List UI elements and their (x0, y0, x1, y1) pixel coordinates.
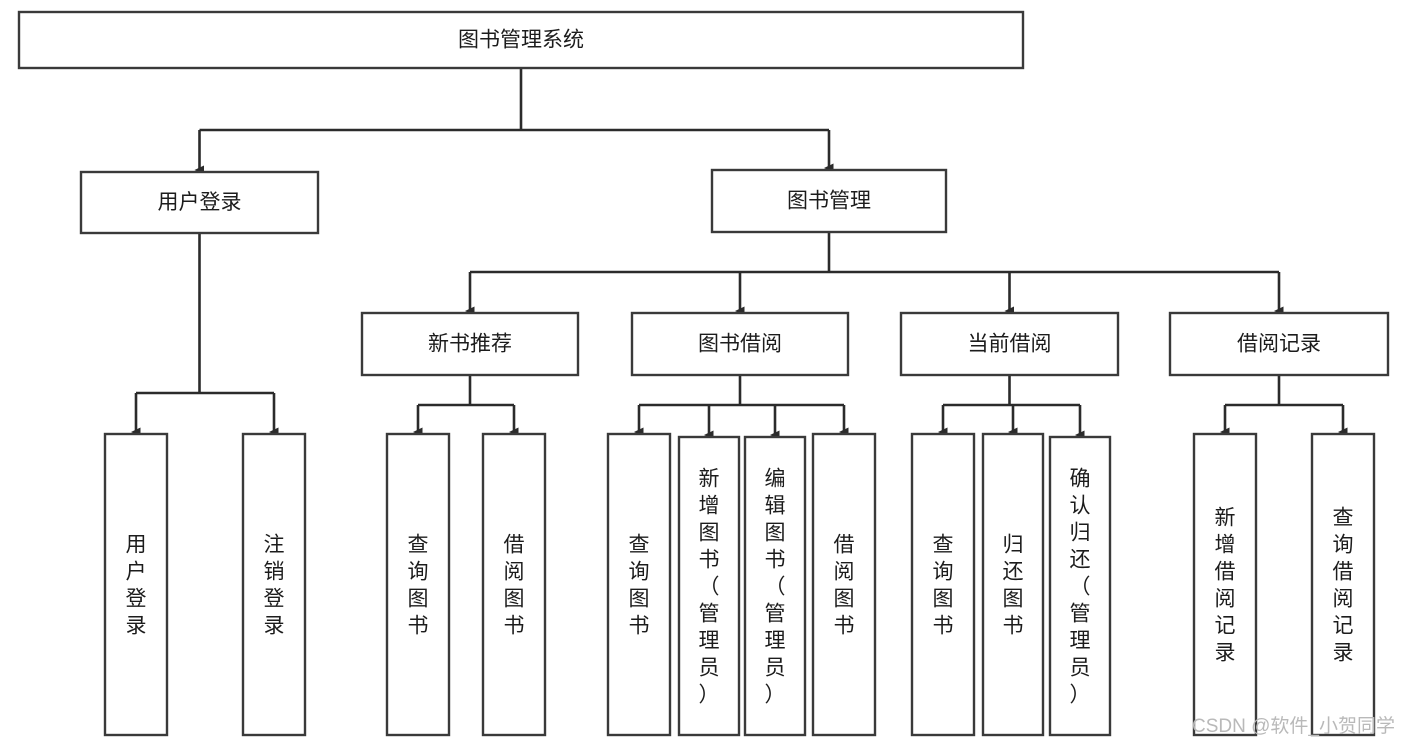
node-leaf-add-book[interactable]: 新增图书（管理员） (677, 435, 741, 737)
node-leaf-logout-box (241, 432, 307, 737)
node-root-system-label: 图书管理系统 (458, 29, 584, 52)
node-book-borrow[interactable]: 图书借阅 (630, 311, 850, 377)
node-leaf-return-book-box (981, 432, 1045, 737)
node-user-login[interactable]: 用户登录 (79, 170, 320, 235)
node-leaf-query-book-3[interactable]: 查询图书 (910, 432, 976, 737)
node-leaf-logout-label: 注销登录 (264, 534, 285, 638)
edge-group-new-book-rec (413, 375, 519, 437)
edge-group-user-login (131, 233, 279, 437)
node-new-book-rec-box (360, 311, 580, 377)
node-leaf-borrow-book-1-label: 借阅图书 (504, 534, 525, 638)
node-user-login-label: 用户登录 (158, 191, 242, 214)
edge-layer (131, 68, 1348, 440)
node-leaf-confirm-return-box (1048, 435, 1112, 737)
node-root-system-box (17, 10, 1025, 70)
node-current-borrow-label: 当前借阅 (968, 333, 1052, 356)
node-leaf-query-book-1-box (385, 432, 451, 737)
node-leaf-query-book-1[interactable]: 查询图书 (385, 432, 451, 737)
edge-group-borrow-record (1220, 375, 1348, 437)
edge-group-current-borrow (938, 375, 1085, 440)
node-leaf-add-book-label: 新增图书（管理员） (699, 468, 720, 707)
node-leaf-add-record-label: 新增借阅记录 (1215, 507, 1236, 665)
node-leaf-borrow-book-2-box (811, 432, 877, 737)
node-leaf-query-book-2[interactable]: 查询图书 (606, 432, 672, 737)
node-leaf-confirm-return-label: 确认归还（管理员） (1070, 468, 1091, 707)
node-leaf-query-book-3-box (910, 432, 976, 737)
edge-group-root (194, 68, 834, 175)
node-leaf-query-book-2-label: 查询图书 (629, 534, 650, 638)
node-leaf-logout[interactable]: 注销登录 (241, 432, 307, 737)
node-leaf-confirm-return[interactable]: 确认归还（管理员） (1048, 435, 1112, 737)
node-book-borrow-box (630, 311, 850, 377)
node-leaf-user-login-box (103, 432, 169, 737)
edge-group-book-manage (465, 232, 1284, 316)
node-leaf-borrow-book-2-label: 借阅图书 (834, 534, 855, 638)
node-leaf-return-book-label: 归还图书 (1003, 534, 1024, 638)
node-user-login-box (79, 170, 320, 235)
node-root-system[interactable]: 图书管理系统 (17, 10, 1025, 70)
node-leaf-add-record-box (1192, 432, 1258, 737)
node-leaf-query-book-3-label: 查询图书 (933, 534, 954, 638)
node-leaf-query-record-box (1310, 432, 1376, 737)
node-leaf-edit-book-label: 编辑图书（管理员） (765, 468, 786, 707)
node-borrow-record-box (1168, 311, 1390, 377)
node-new-book-rec[interactable]: 新书推荐 (360, 311, 580, 377)
node-borrow-record[interactable]: 借阅记录 (1168, 311, 1390, 377)
node-leaf-query-book-1-label: 查询图书 (408, 534, 429, 638)
node-leaf-query-record[interactable]: 查询借阅记录 (1310, 432, 1376, 737)
node-leaf-edit-book-box (743, 435, 807, 737)
node-book-manage-box (710, 168, 948, 234)
node-leaf-borrow-book-2[interactable]: 借阅图书 (811, 432, 877, 737)
csdn-watermark: CSDN @软件_小贺同学 (1192, 715, 1395, 737)
node-leaf-return-book[interactable]: 归还图书 (981, 432, 1045, 737)
node-leaf-add-book-box (677, 435, 741, 737)
edge-group-book-borrow (634, 375, 849, 440)
node-leaf-query-book-2-box (606, 432, 672, 737)
node-leaf-borrow-book-1-box (481, 432, 547, 737)
node-leaf-borrow-book-1[interactable]: 借阅图书 (481, 432, 547, 737)
node-borrow-record-label: 借阅记录 (1237, 333, 1321, 356)
node-current-borrow-box (899, 311, 1120, 377)
node-leaf-user-login-label: 用户登录 (126, 534, 147, 638)
node-book-manage-label: 图书管理 (787, 190, 871, 213)
node-book-borrow-label: 图书借阅 (698, 333, 782, 356)
node-leaf-query-record-label: 查询借阅记录 (1333, 507, 1354, 665)
node-layer: 图书管理系统用户登录图书管理新书推荐图书借阅当前借阅借阅记录用户登录注销登录查询… (17, 10, 1390, 737)
node-new-book-rec-label: 新书推荐 (428, 333, 512, 356)
node-leaf-edit-book[interactable]: 编辑图书（管理员） (743, 435, 807, 737)
node-leaf-user-login[interactable]: 用户登录 (103, 432, 169, 737)
node-leaf-add-record[interactable]: 新增借阅记录 (1192, 432, 1258, 737)
node-book-manage[interactable]: 图书管理 (710, 168, 948, 234)
node-current-borrow[interactable]: 当前借阅 (899, 311, 1120, 377)
